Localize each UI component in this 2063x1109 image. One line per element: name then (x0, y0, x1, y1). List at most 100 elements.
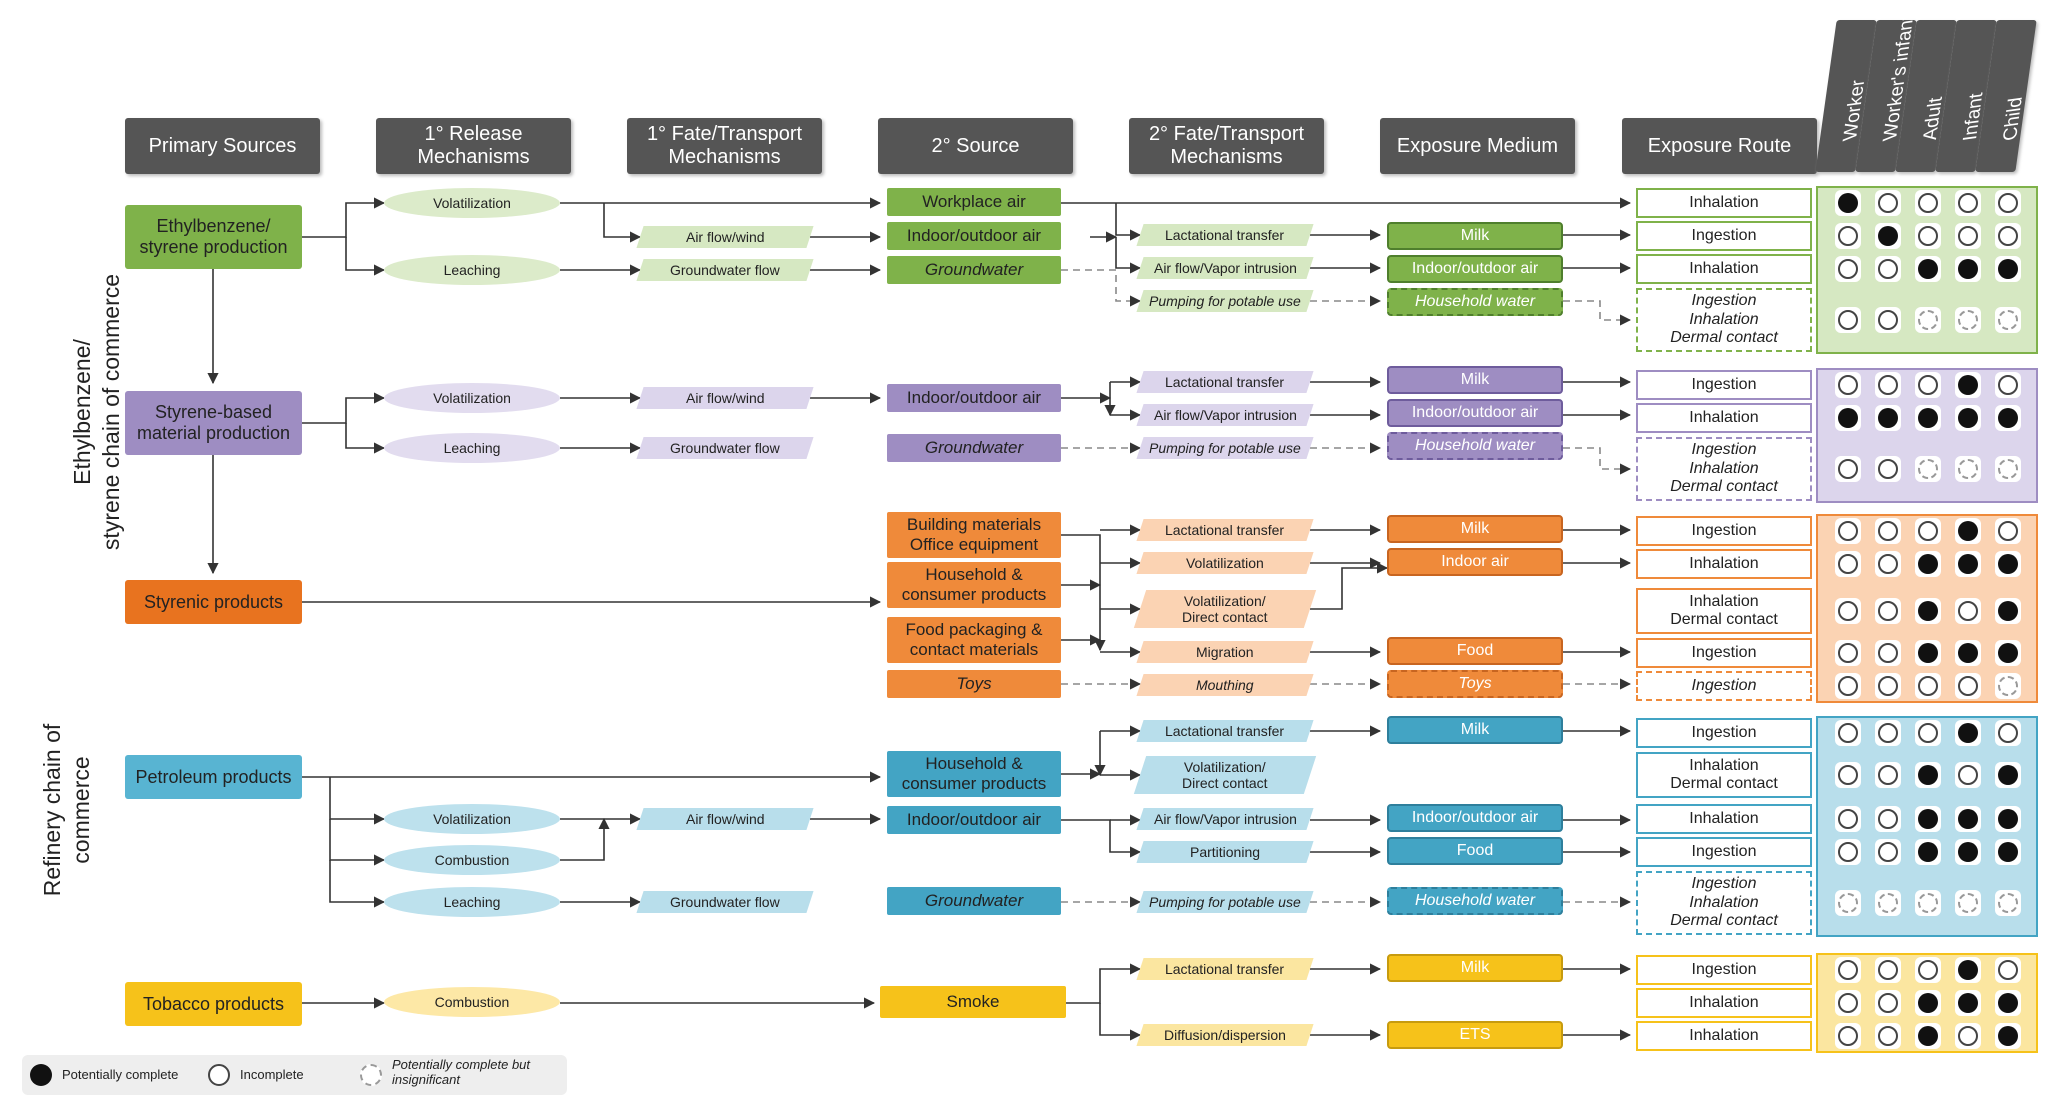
status-incomplete-icon (1835, 307, 1861, 333)
node-b-partitioning: Partitioning (1136, 841, 1314, 863)
node-y-diffusion: Diffusion/dispersion (1136, 1024, 1314, 1046)
route-cell: Inhalation (1636, 549, 1812, 579)
route-cell: Inhalation (1636, 1021, 1812, 1051)
status-incomplete-icon (1835, 640, 1861, 666)
status-insignificant-icon (1915, 890, 1941, 916)
status-insignificant-icon (1995, 673, 2021, 699)
node-p-airflow: Air flow/wind (636, 387, 814, 409)
connector-arrow (603, 203, 642, 243)
node-p-gwflow: Groundwater flow (636, 437, 814, 459)
node-o-migration: Migration (1136, 641, 1314, 663)
node-b-indoor-outdoor-air: Indoor/outdoor air (887, 806, 1061, 834)
node-styrenic-products: Styrenic products (125, 580, 302, 624)
status-insignificant-icon (1955, 456, 1981, 482)
status-complete-icon (1955, 256, 1981, 282)
dashed-connector-arrow (1563, 447, 1632, 475)
node-o-indoor-air: Indoor air (1387, 548, 1563, 576)
node-o-volatilization: Volatilization (1136, 552, 1314, 574)
node-p-milk: Milk (1387, 366, 1563, 394)
node-g-household-water: Household water (1387, 288, 1563, 316)
connector-arrow (1061, 534, 1106, 652)
status-incomplete-icon (1875, 256, 1901, 282)
node-b-leaching: Leaching (384, 887, 560, 917)
status-incomplete-icon (1875, 372, 1901, 398)
status-incomplete-icon (1995, 223, 2021, 249)
route-cell: Ingestion (1636, 221, 1812, 251)
status-insignificant-icon (1835, 890, 1861, 916)
header-medium: Exposure Medium (1380, 118, 1575, 174)
status-complete-icon (1995, 598, 2021, 624)
status-incomplete-icon (1875, 720, 1901, 746)
node-tobacco-products: Tobacco products (125, 982, 302, 1026)
node-p-lactational: Lactational transfer (1136, 371, 1314, 393)
status-incomplete-icon (1835, 256, 1861, 282)
status-incomplete-icon (1875, 518, 1901, 544)
status-incomplete-icon (1875, 551, 1901, 577)
status-complete-icon (1955, 720, 1981, 746)
route-cell: Ingestion Inhalation Dermal contact (1636, 437, 1812, 501)
node-b-vapor: Air flow/Vapor intrusion (1136, 808, 1314, 830)
status-incomplete-icon (1875, 307, 1901, 333)
node-b-household-water: Household water (1387, 887, 1563, 915)
status-incomplete-icon (1915, 518, 1941, 544)
status-incomplete-icon (1875, 806, 1901, 832)
status-complete-icon (1835, 190, 1861, 216)
header-source2: 2° Source (878, 118, 1073, 174)
status-incomplete-icon (1835, 372, 1861, 398)
node-o-household: Household & consumer products (887, 562, 1061, 608)
node-y-combustion: Combustion (384, 987, 560, 1017)
node-y-milk: Milk (1387, 954, 1563, 982)
route-cell: Ingestion (1636, 370, 1812, 400)
status-incomplete-icon (1875, 762, 1901, 788)
status-incomplete-icon (1835, 223, 1861, 249)
node-o-building: Building materials Office equipment (887, 512, 1061, 558)
node-o-lactational: Lactational transfer (1136, 519, 1314, 541)
status-incomplete-icon (1875, 190, 1901, 216)
node-o-food: Food (1387, 637, 1563, 665)
route-cell: Ingestion (1636, 638, 1812, 668)
node-g-volatilization: Volatilization (384, 188, 560, 218)
status-complete-icon (1835, 405, 1861, 431)
node-o-toys-medium: Toys (1387, 670, 1563, 698)
node-o-milk: Milk (1387, 515, 1563, 543)
side-label-ethylbenzene: Ethylbenzene/ styrene chain of commerce (69, 273, 124, 551)
status-complete-icon (1995, 839, 2021, 865)
route-cell: Ingestion (1636, 671, 1812, 701)
node-b-volatilization: Volatilization (384, 804, 560, 834)
status-complete-icon (1915, 806, 1941, 832)
connector-arrow (1061, 819, 1142, 858)
status-complete-icon (1995, 551, 2021, 577)
status-incomplete-icon (1875, 673, 1901, 699)
node-g-vapor: Air flow/Vapor intrusion (1136, 257, 1314, 279)
status-insignificant-icon (1995, 307, 2021, 333)
status-incomplete-icon (1915, 673, 1941, 699)
header-route: Exposure Route (1622, 118, 1817, 174)
route-cell: Inhalation (1636, 988, 1812, 1018)
side-label-refinery: Refinery chain of commerce (39, 723, 94, 897)
node-styrene-material: Styrene-based material production (125, 391, 302, 455)
status-incomplete-icon (1995, 190, 2021, 216)
node-p-medium-air: Indoor/outdoor air (1387, 399, 1563, 427)
status-incomplete-icon (1835, 598, 1861, 624)
node-o-mouthing: Mouthing (1136, 674, 1314, 696)
route-cell: Ingestion Inhalation Dermal contact (1636, 288, 1812, 352)
connector-arrow (345, 423, 386, 454)
route-cell: Inhalation Dermal contact (1636, 752, 1812, 798)
node-y-lactational: Lactational transfer (1136, 958, 1314, 980)
status-insignificant-icon (1915, 307, 1941, 333)
route-cell: Ingestion (1636, 837, 1812, 867)
connector-arrow (302, 392, 386, 424)
node-p-household-water: Household water (1387, 432, 1563, 460)
status-incomplete-icon (1955, 1023, 1981, 1049)
node-b-pumping: Pumping for potable use (1136, 891, 1314, 913)
node-g-pumping: Pumping for potable use (1136, 290, 1314, 312)
status-complete-icon (1995, 405, 2021, 431)
status-incomplete-icon (1835, 720, 1861, 746)
status-incomplete-icon (1955, 673, 1981, 699)
status-incomplete-icon (1915, 190, 1941, 216)
status-insignificant-icon (1955, 307, 1981, 333)
status-complete-icon (1955, 990, 1981, 1016)
status-incomplete-icon (1955, 223, 1981, 249)
